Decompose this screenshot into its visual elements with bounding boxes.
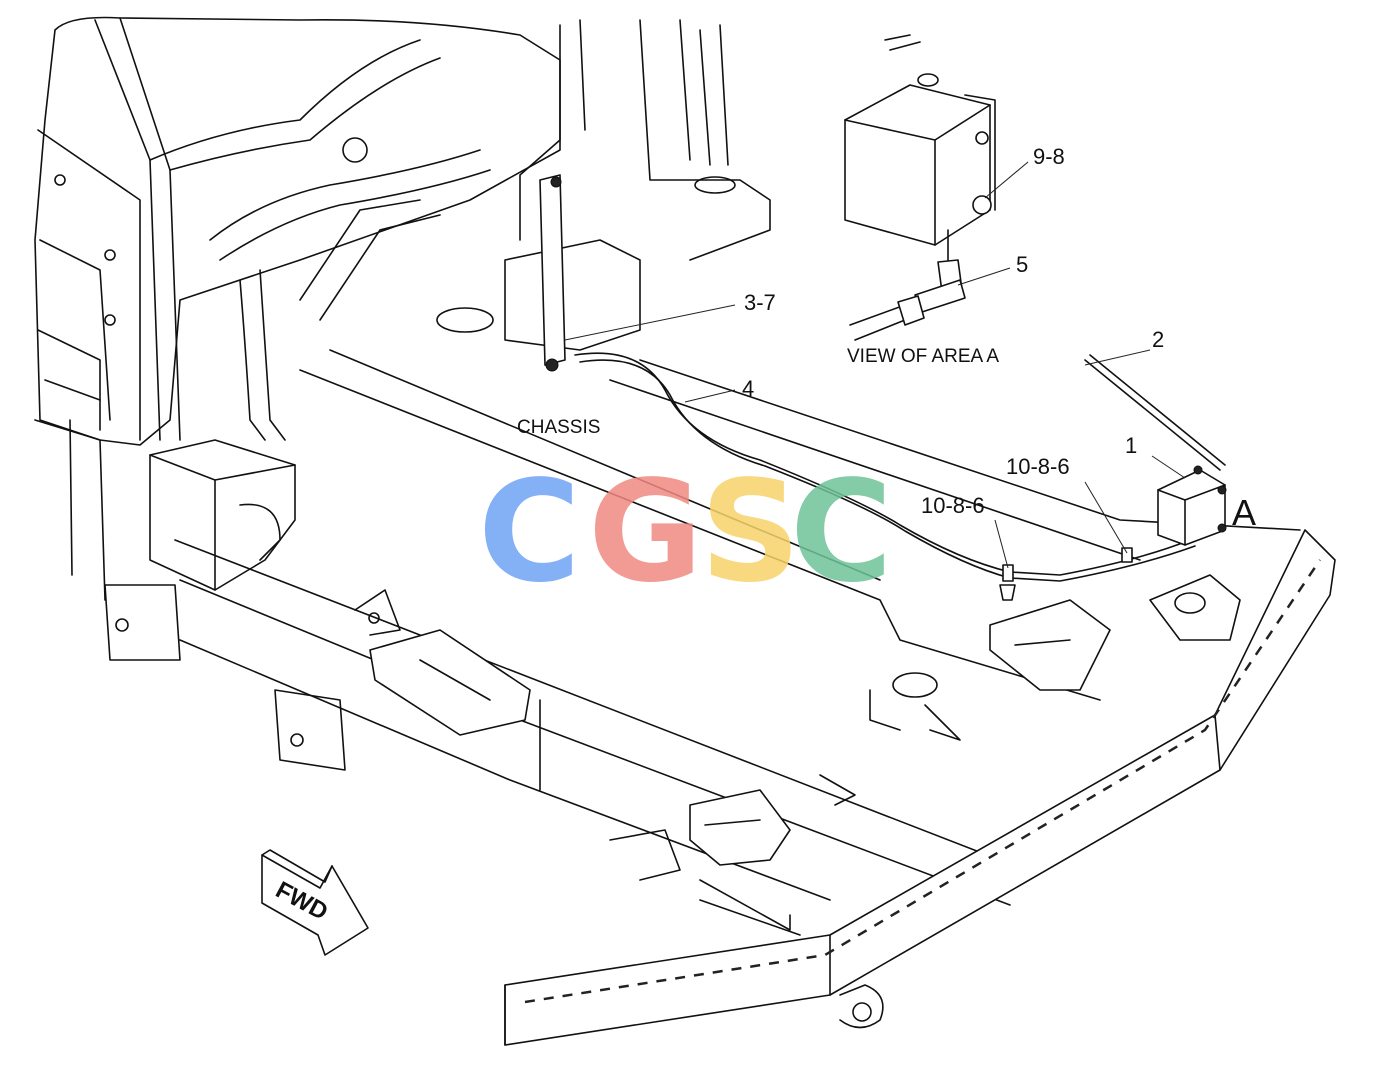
watermark-letter-s: S	[700, 451, 801, 614]
chassis-frame	[174, 349, 1301, 936]
watermark-letter-g: G	[588, 451, 703, 614]
callout-2: 2	[1152, 327, 1164, 352]
view-of-area-label: VIEW OF AREA A	[847, 346, 999, 367]
callout-4: 4	[742, 376, 754, 401]
switch-assembly	[1084, 354, 1227, 546]
area-a-detail	[844, 34, 996, 341]
front-bumper	[504, 529, 1336, 1046]
watermark: C G S C	[478, 451, 893, 614]
labels: VIEW OF AREA A CHASSIS A	[517, 346, 1256, 533]
callout-1: 1	[1125, 433, 1137, 458]
callout-3-7: 3-7	[744, 290, 776, 315]
clip-10-8-6	[999, 547, 1133, 601]
chassis-label: CHASSIS	[517, 417, 600, 438]
leader-lines	[564, 161, 1186, 569]
callout-10-8-6: 10-8-6	[921, 493, 985, 518]
callout-10-8-6: 10-8-6	[1006, 454, 1070, 479]
callouts: 9-8 5 3-7 2 4 1 10-8-6 10-8-6	[742, 144, 1164, 518]
frame-left-block	[104, 439, 346, 771]
watermark-letter-c: C	[790, 451, 893, 614]
area-a-marker: A	[1232, 492, 1256, 533]
fwd-arrow: FWD	[261, 849, 369, 956]
callout-5: 5	[1016, 252, 1028, 277]
watermark-letter-c: C	[478, 451, 581, 614]
hose-4	[574, 352, 1196, 582]
callout-9-8: 9-8	[1033, 144, 1065, 169]
